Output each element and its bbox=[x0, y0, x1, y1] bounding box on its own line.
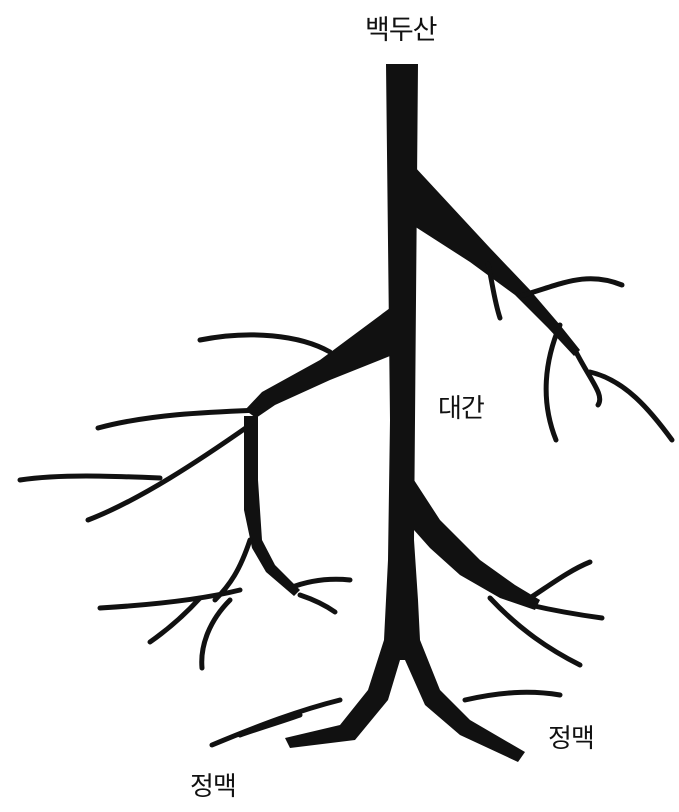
twig bbox=[20, 476, 160, 480]
twig bbox=[590, 372, 672, 440]
twig bbox=[202, 600, 230, 668]
twig bbox=[98, 410, 260, 428]
twig bbox=[575, 350, 600, 405]
main-trunk bbox=[285, 64, 525, 762]
label-daegan: 대간 bbox=[438, 388, 484, 425]
branch-left bbox=[245, 308, 390, 418]
label-jeongmaek-right: 정맥 bbox=[548, 718, 594, 755]
label-baekdusan: 백두산 bbox=[365, 8, 437, 47]
twig bbox=[290, 579, 350, 588]
branch-upper-right bbox=[414, 166, 580, 356]
twig bbox=[530, 605, 602, 618]
branch-lower-right bbox=[414, 480, 540, 610]
branch-left-vertical bbox=[244, 416, 300, 596]
label-jeongmaek-left: 정맥 bbox=[190, 766, 236, 803]
twig bbox=[530, 562, 590, 598]
twig bbox=[520, 279, 622, 296]
twig bbox=[465, 692, 560, 700]
twig bbox=[88, 425, 250, 520]
twig bbox=[546, 325, 560, 440]
twig bbox=[300, 595, 335, 612]
twig bbox=[200, 335, 330, 352]
twig bbox=[240, 715, 300, 735]
